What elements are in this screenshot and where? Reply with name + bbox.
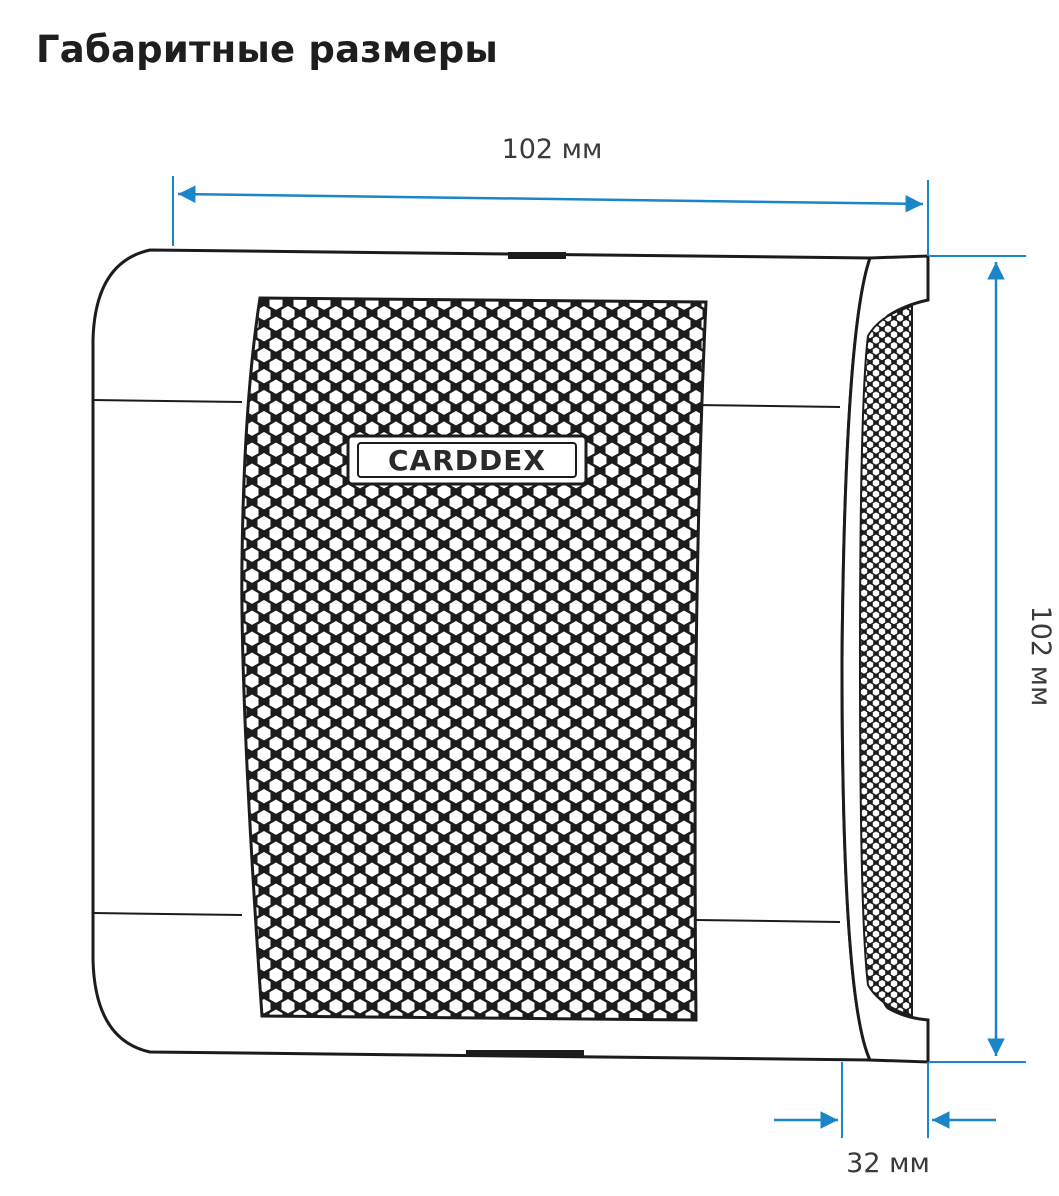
side-grille <box>858 304 913 1018</box>
page-title: Габаритные размеры <box>36 28 499 71</box>
width-arrow <box>177 185 924 213</box>
lower-seam-left <box>92 912 243 916</box>
front-grille <box>240 296 708 1022</box>
width-dimension: 102 мм <box>172 134 929 256</box>
lower-seam-right <box>695 919 841 923</box>
brand-label: CARDDEX <box>388 444 546 477</box>
depth-label: 32 мм <box>846 1148 930 1179</box>
bottom-notch <box>466 1050 584 1057</box>
depth-dimension: 32 мм <box>774 1062 996 1179</box>
upper-seam-right <box>695 404 841 408</box>
top-notch <box>508 252 566 259</box>
upper-seam-left <box>92 399 243 403</box>
width-label: 102 мм <box>502 134 603 165</box>
height-dimension: 102 мм <box>930 255 1056 1063</box>
height-label: 102 мм <box>1025 606 1056 707</box>
brand-plate: CARDDEX <box>346 434 588 486</box>
